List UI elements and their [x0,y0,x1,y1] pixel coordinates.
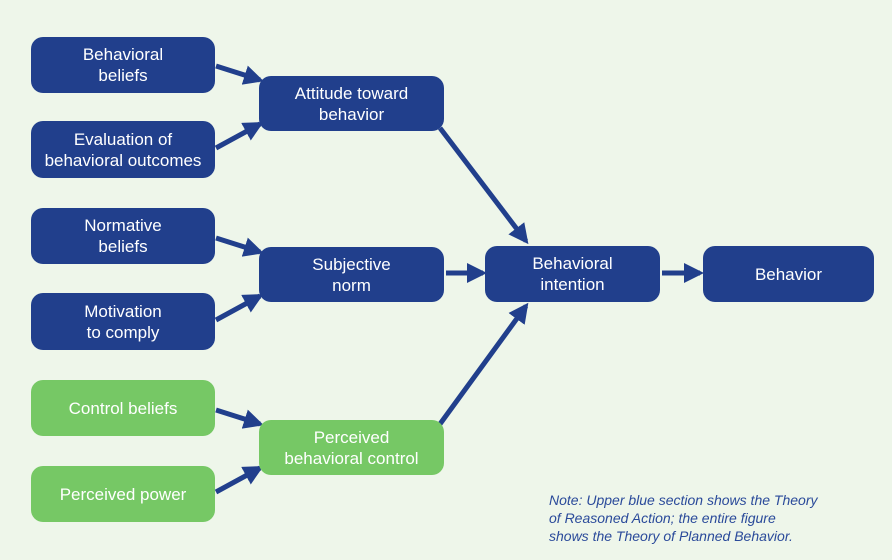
arrow-control-to-intention [437,302,529,426]
arrow-evaluation-to-attitude [214,121,264,151]
behavior-box: Behavior [703,246,874,302]
arrow-motivation-to-norm [214,293,264,323]
arrow-control-beliefs-to-control [215,407,264,429]
arrow-attitude-to-intention [438,126,529,245]
arrow-normative-to-norm [215,235,264,257]
normative-beliefs-box: Normative beliefs [31,208,215,264]
arrow-beliefs-to-attitude [215,63,264,85]
note-text: Note: Upper blue section shows the Theor… [549,492,818,544]
behavioral-beliefs-box: Behavioral beliefs [31,37,215,93]
control-beliefs-box: Control beliefs [31,380,215,436]
subjective-norm-box: Subjective norm [259,247,444,302]
motivation-to-comply-box: Motivation to comply [31,293,215,350]
behavioral-intention-box: Behavioral intention [485,246,660,302]
evaluation-outcomes-box: Evaluation of behavioral outcomes [31,121,215,178]
arrow-power-to-control [214,465,264,495]
attitude-box: Attitude toward behavior [259,76,444,131]
perceived-control-box: Perceived behavioral control [259,420,444,475]
perceived-power-box: Perceived power [31,466,215,522]
